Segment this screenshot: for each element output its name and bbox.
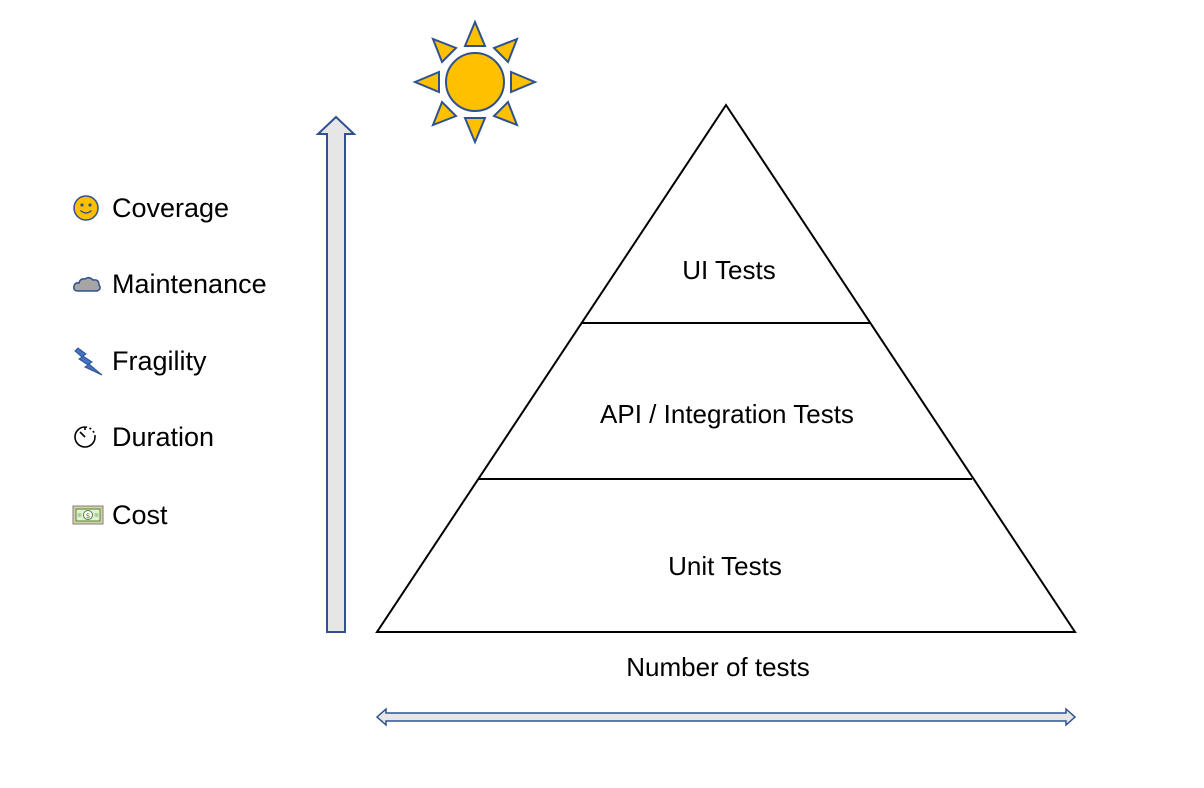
legend-label-duration: Duration [112, 422, 215, 452]
legend-item-maintenance: Maintenance [72, 264, 332, 304]
legend-label-cost: Cost [112, 500, 168, 530]
svg-text:$: $ [86, 512, 90, 520]
legend-item-coverage: Coverage [72, 188, 332, 228]
vertical-up-arrow [315, 115, 357, 633]
legend-item-fragility: Fragility [72, 341, 332, 381]
legend-item-duration: Duration [72, 417, 332, 457]
legend-label-coverage: Coverage [112, 193, 230, 223]
sun-icon [412, 19, 538, 145]
horizontal-double-arrow [375, 707, 1077, 727]
layer-label-ui-tests: UI Tests [682, 255, 776, 285]
legend-label-fragility: Fragility [112, 346, 207, 376]
timer-icon [72, 421, 112, 453]
x-axis-label: Number of tests [626, 652, 810, 682]
test-pyramid [375, 103, 1077, 633]
smiley-icon [72, 192, 112, 224]
layer-label-unit-tests: Unit Tests [668, 551, 782, 581]
money-icon: $ [72, 499, 112, 531]
cloud-icon [72, 268, 112, 300]
legend-item-cost: $ Cost [72, 495, 332, 535]
layer-label-api-integration-tests: API / Integration Tests [600, 399, 854, 429]
lightning-icon [72, 345, 112, 377]
legend-label-maintenance: Maintenance [112, 269, 267, 299]
